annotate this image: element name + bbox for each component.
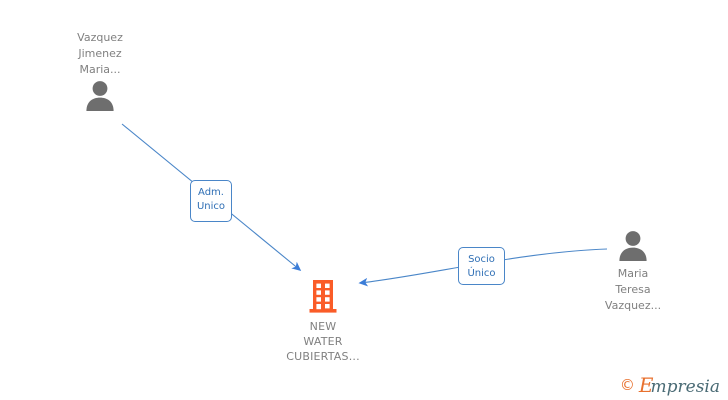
relation-tag-adm-unico[interactable]: Adm. Unico [190,180,232,222]
relation-tag-socio-unico[interactable]: Socio Único [458,247,505,285]
person-right-label: Maria Teresa Vazquez... [604,267,662,312]
person-left-label: Vazquez Jimenez Maria... [77,31,123,76]
person-icon [86,81,114,111]
copyright-icon: © [619,376,635,394]
building-icon [309,280,337,313]
company-label: NEW WATER CUBIERTAS... [286,320,360,363]
brand-initial: E [638,373,654,397]
node-company[interactable]: NEW WATER CUBIERTAS... [253,279,393,364]
node-person-left[interactable]: Vazquez Jimenez Maria... [40,30,160,112]
watermark-empresia: © E mpresia [620,375,720,396]
node-person-right[interactable]: Maria Teresa Vazquez... [573,228,693,314]
brand-name: mpresia [650,377,721,397]
person-icon [619,231,647,261]
